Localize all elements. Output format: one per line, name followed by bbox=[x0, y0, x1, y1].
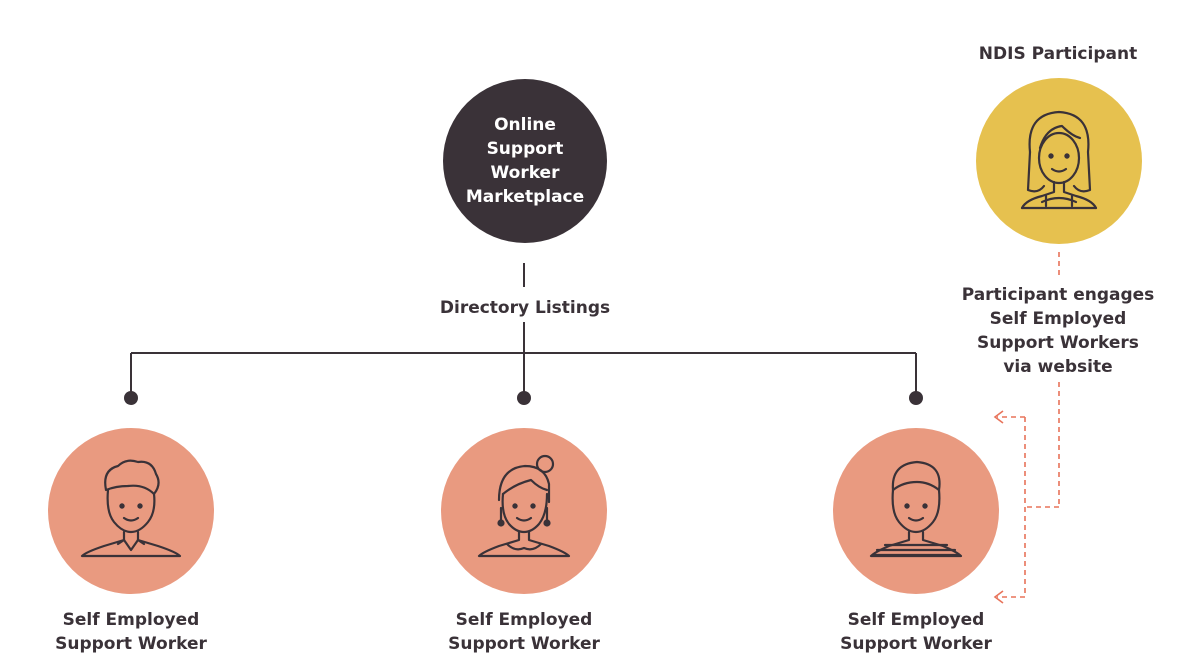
ndis-participant-node bbox=[976, 78, 1142, 244]
directory-listings-label: Directory Listings bbox=[439, 298, 611, 318]
engagement-line-3: Support Workers bbox=[977, 333, 1139, 353]
arrowhead-upper bbox=[993, 410, 1004, 424]
hub-label-line-3: Marketplace bbox=[465, 187, 585, 207]
hub-label-line-1: Online bbox=[494, 115, 556, 135]
hub-label: Online Support Worker Marketplace bbox=[450, 113, 600, 209]
worker-label-2: Self Employed Support Worker bbox=[424, 608, 624, 656]
branch-node-1 bbox=[124, 391, 138, 405]
worker-1-line-2: Support Worker bbox=[55, 634, 207, 654]
participant-avatar-icon bbox=[1020, 110, 1098, 210]
worker-3-line-1: Self Employed bbox=[847, 610, 985, 630]
worker-label-1: Self Employed Support Worker bbox=[31, 608, 231, 656]
support-worker-node-1 bbox=[48, 428, 214, 594]
marketplace-hub-node: Online Support Worker Marketplace bbox=[443, 79, 607, 243]
male-worker-avatar-icon bbox=[80, 459, 182, 558]
support-worker-node-2 bbox=[441, 428, 607, 594]
female-worker-avatar-icon bbox=[477, 454, 571, 558]
worker-1-line-1: Self Employed bbox=[62, 610, 200, 630]
support-worker-node-3 bbox=[833, 428, 999, 594]
engagement-line-4: via website bbox=[1003, 357, 1113, 377]
branch-node-3 bbox=[909, 391, 923, 405]
engagement-line-1: Participant engages bbox=[961, 285, 1155, 305]
branch-node-2 bbox=[517, 391, 531, 405]
arrowhead-lower bbox=[993, 590, 1004, 604]
worker-3-line-2: Support Worker bbox=[840, 634, 992, 654]
engagement-line-2: Self Employed bbox=[989, 309, 1127, 329]
engagement-caption: Participant engages Self Employed Suppor… bbox=[948, 283, 1168, 379]
worker-label-3: Self Employed Support Worker bbox=[816, 608, 1016, 656]
worker-2-line-2: Support Worker bbox=[448, 634, 600, 654]
young-male-worker-avatar-icon bbox=[869, 460, 963, 558]
hub-label-line-2: Support Worker bbox=[486, 139, 564, 183]
ndis-participant-title: NDIS Participant bbox=[978, 44, 1138, 64]
engagement-arrow bbox=[997, 252, 1060, 598]
worker-2-line-1: Self Employed bbox=[455, 610, 593, 630]
